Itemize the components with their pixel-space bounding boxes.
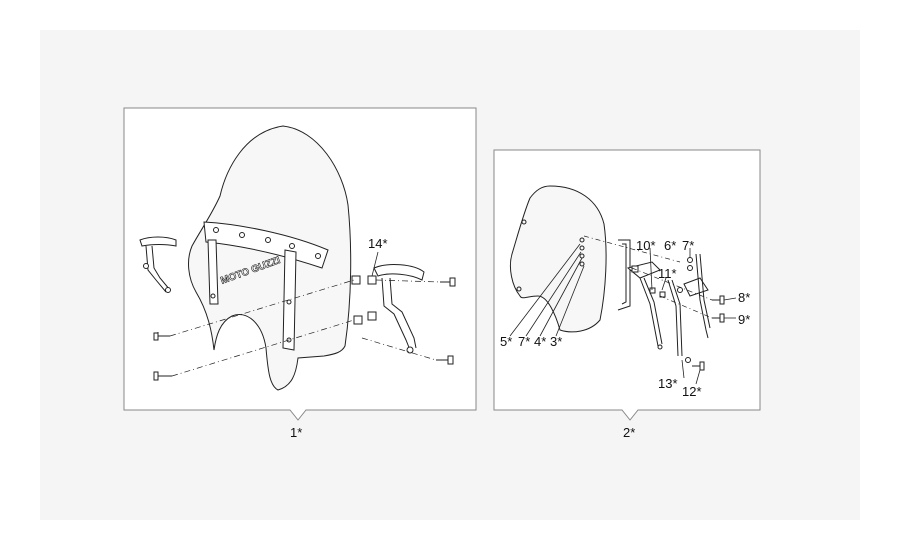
mounting-bolts-large (153, 277, 456, 381)
right-stay-bracket (351, 264, 425, 354)
callout-4: 4* (534, 334, 546, 349)
assembly-small-windshield: 10* 6* 7* 11* 8* 9* 5* 7* 4* 3* 13* 12* … (493, 149, 761, 440)
assembly-lines-large (169, 279, 441, 377)
callout-11: 11* (658, 266, 677, 281)
callout-3: 3* (550, 334, 562, 349)
left-stay-bracket (139, 236, 177, 293)
callout-7-top: 7* (682, 238, 694, 253)
assembly-label-1: 1* (290, 425, 302, 440)
callout-5: 5* (500, 334, 512, 349)
left-strap (207, 239, 219, 305)
assembly-lines-small (583, 235, 713, 319)
callout-10: 10* (636, 238, 656, 253)
callout-6: 6* (664, 238, 676, 253)
upper-mounting-bar (203, 221, 329, 269)
assembly-large-windshield: MOTO GUZZI (123, 107, 477, 440)
callout-14: 14* (368, 236, 388, 251)
windshield-shield-large (188, 125, 352, 391)
callout-8: 8* (738, 290, 750, 305)
assembly-label-2: 2* (623, 425, 635, 440)
callout-leaders-small (509, 243, 737, 385)
callout-9: 9* (738, 312, 750, 327)
callout-13: 13* (658, 376, 678, 391)
callout-7-bottom: 7* (518, 334, 530, 349)
callout-12: 12* (682, 384, 702, 399)
